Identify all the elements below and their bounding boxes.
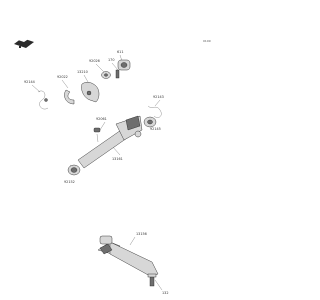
label-92061: 92061 <box>96 117 107 121</box>
part-92145 <box>143 116 157 128</box>
label-13210: 13210 <box>77 70 88 74</box>
part-13161 <box>77 115 143 169</box>
part-13210 <box>81 82 100 103</box>
exploded-parts-diagram: 0109 <box>14 36 211 295</box>
label-13156: 13156 <box>136 232 147 236</box>
part-92026 <box>101 71 111 79</box>
label-132: 132 <box>162 291 168 295</box>
label-611: 611 <box>117 50 123 54</box>
label-92145: 92145 <box>150 127 161 131</box>
label-92152: 92152 <box>64 180 75 184</box>
part-labels: 611 92026 170 13210 92022 92144 92143 92… <box>24 50 168 295</box>
label-92143: 92143 <box>153 95 164 99</box>
part-92144 <box>37 90 49 110</box>
label-92022: 92022 <box>57 75 68 79</box>
reference-code: 0109 <box>203 39 211 43</box>
part-13156 <box>97 235 159 277</box>
part-170 <box>115 69 120 79</box>
part-92143 <box>147 105 162 118</box>
label-92026: 92026 <box>89 59 100 63</box>
part-92022 <box>64 89 75 105</box>
label-170: 170 <box>108 58 114 62</box>
part-92152 <box>67 164 81 176</box>
book-icon <box>14 36 34 48</box>
part-611 <box>117 59 131 71</box>
part-92061 <box>93 127 101 143</box>
part-132 <box>147 273 157 287</box>
label-13161: 13161 <box>112 157 123 161</box>
label-92144: 92144 <box>24 80 35 84</box>
